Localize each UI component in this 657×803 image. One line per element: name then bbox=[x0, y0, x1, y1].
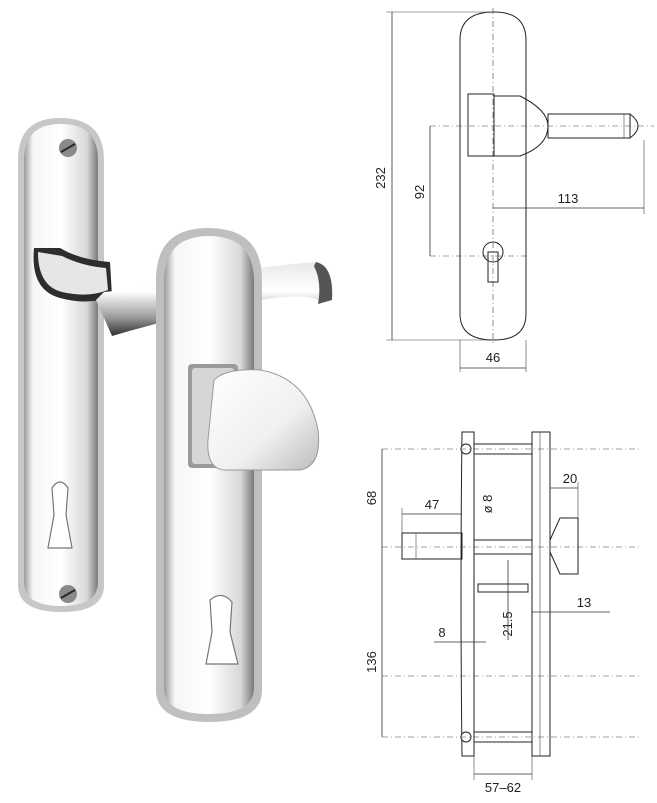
dim-cylinder-offset-label: 21.5 bbox=[500, 611, 515, 636]
keyhole-icon bbox=[205, 594, 239, 665]
dim-knob-offset-label: 20 bbox=[563, 471, 577, 486]
knob-icon bbox=[207, 369, 320, 471]
dim-lower-spacing-label: 136 bbox=[364, 651, 379, 673]
knob-plate-photo bbox=[156, 228, 320, 722]
dim-screw-offset-label: 8 bbox=[438, 625, 445, 640]
side-view-drawing: 68 47 ø 8 20 13 21.5 8 136 57–62 bbox=[364, 431, 640, 795]
keyhole-icon bbox=[47, 481, 73, 549]
dim-door-thickness-label: 57–62 bbox=[485, 780, 521, 795]
dim-knob-projection-label: 113 bbox=[558, 191, 579, 206]
front-view-drawing: 232 92 113 46 bbox=[373, 8, 654, 372]
dim-spindle-diameter-label: ø 8 bbox=[480, 495, 495, 514]
dim-height-label: 232 bbox=[373, 167, 388, 189]
dim-handle-keyhole-label: 92 bbox=[412, 185, 427, 199]
dim-plate-width-label: 46 bbox=[486, 350, 500, 365]
lever-plate-photo bbox=[18, 118, 104, 612]
dim-spindle-length-label: 47 bbox=[425, 497, 439, 512]
dim-upper-spacing-label: 68 bbox=[364, 491, 379, 505]
dim-knob-depth-label: 13 bbox=[577, 595, 591, 610]
